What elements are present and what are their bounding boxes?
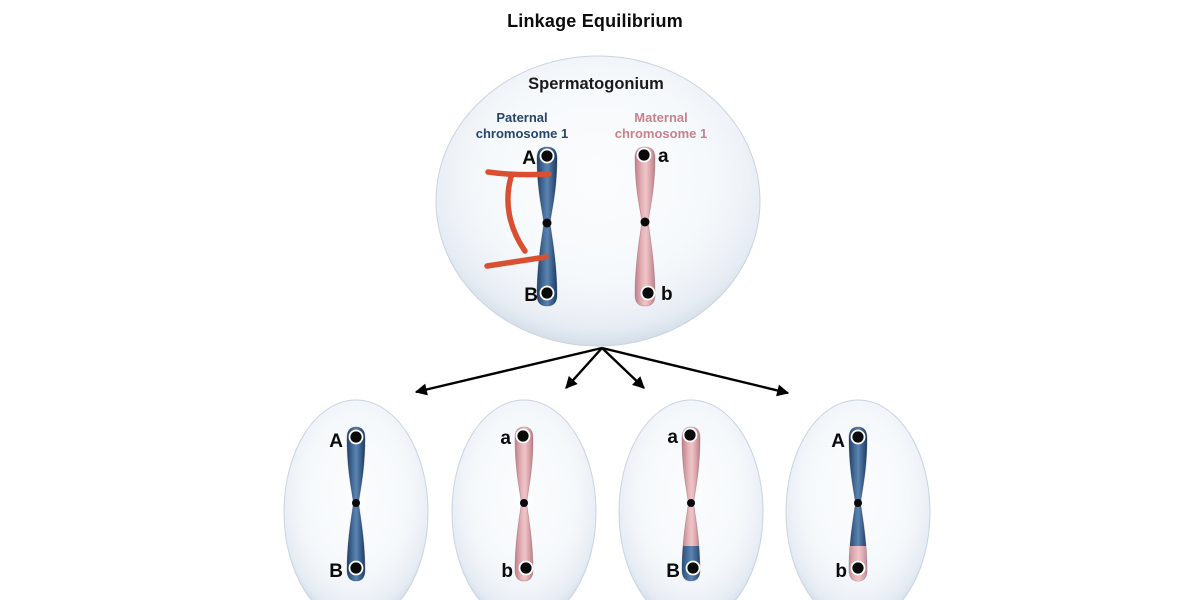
allele-A-label: A xyxy=(522,148,536,169)
gamete-3-bottom-allele-dot xyxy=(685,560,701,576)
paternal-centromere-dot xyxy=(542,218,552,228)
gamete-4-top-allele-label: A xyxy=(831,431,845,452)
gamete-1-centromere-dot xyxy=(352,499,360,507)
gamete-1-bottom-allele-label: B xyxy=(329,561,343,582)
allele-a-dot xyxy=(636,147,652,163)
division-arrow-1 xyxy=(414,346,603,396)
gamete-1-top-allele-dot xyxy=(348,429,364,445)
division-arrow-2 xyxy=(565,347,603,389)
gamete-3-top-allele-dot xyxy=(682,427,698,443)
spermatogonium-label: Spermatogonium xyxy=(528,75,664,93)
crossover-marker-bottom-tick xyxy=(484,254,549,269)
diagram-title: Linkage Equilibrium xyxy=(507,11,683,31)
gamete-cell-3: a B xyxy=(618,399,764,600)
gamete-2-bottom-allele-label: b xyxy=(501,561,513,582)
gamete-1-bottom-allele-dot xyxy=(348,560,364,576)
gamete-4-centromere-dot xyxy=(854,499,862,507)
maternal-chromosome-label-line2: chromosome 1 xyxy=(615,126,707,141)
gamete-cell-1: A B xyxy=(283,399,429,600)
paternal-chromosome-label-line1: Paternal xyxy=(496,110,547,125)
gamete-2-top-allele-label: a xyxy=(500,428,511,449)
division-arrow-3 xyxy=(601,347,645,389)
gamete-4-bottom-allele-dot xyxy=(850,560,866,576)
division-arrows xyxy=(414,346,790,397)
spermatogonium-cell xyxy=(435,55,761,347)
allele-A-dot xyxy=(539,148,555,164)
gamete-cell-4: A b xyxy=(785,399,931,600)
allele-B-dot xyxy=(539,285,555,301)
allele-B-label: B xyxy=(524,285,538,306)
maternal-chromosome-label-line1: Maternal xyxy=(634,110,687,125)
gamete-3-top-allele-label: a xyxy=(667,427,678,448)
allele-b-label: b xyxy=(661,284,673,305)
paternal-chromosome-label-line2: chromosome 1 xyxy=(476,126,568,141)
gamete-4-bottom-allele-label: b xyxy=(835,561,847,582)
maternal-centromere-dot xyxy=(640,217,650,227)
gamete-2-top-allele-dot xyxy=(515,428,531,444)
gamete-3-bottom-allele-label: B xyxy=(666,561,680,582)
allele-a-label: a xyxy=(658,146,669,167)
division-arrow-4 xyxy=(601,346,790,397)
crossover-interval-marker xyxy=(484,169,552,269)
gamete-4-top-allele-dot xyxy=(850,429,866,445)
gamete-2-bottom-allele-dot xyxy=(518,560,534,576)
crossover-marker-stem xyxy=(505,174,528,254)
gamete-3-centromere-dot xyxy=(687,499,695,507)
crossover-marker-top-bar xyxy=(485,169,552,178)
gamete-1-top-allele-label: A xyxy=(329,431,343,452)
gamete-2-centromere-dot xyxy=(520,499,528,507)
gamete-cell-2: a b xyxy=(451,399,597,600)
allele-b-dot xyxy=(640,285,656,301)
